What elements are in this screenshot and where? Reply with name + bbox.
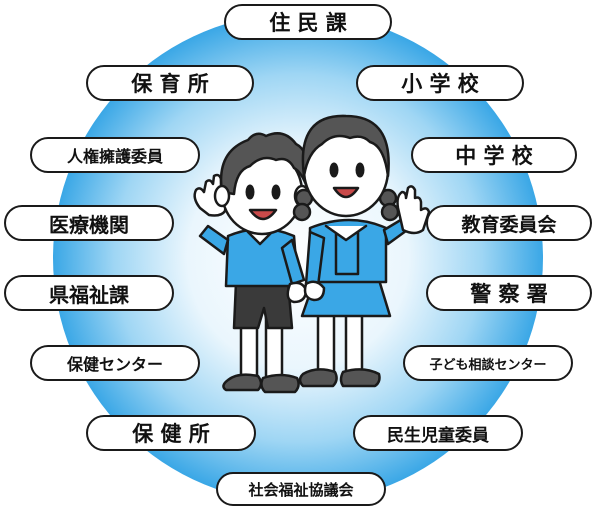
- node-keisatsu[interactable]: 警 察 署: [426, 275, 592, 311]
- node-kyoiku[interactable]: 教育委員会: [426, 205, 592, 241]
- node-hoken-center[interactable]: 保健センター: [30, 345, 200, 381]
- node-kenfukushi-label: 県福祉課: [49, 282, 129, 307]
- boy-icon: [193, 132, 311, 394]
- node-shogakko-label: 小 学 校: [401, 72, 479, 96]
- node-jinken-label: 人権擁護委員: [66, 147, 163, 166]
- node-chugakko[interactable]: 中 学 校: [411, 137, 577, 173]
- node-iryo[interactable]: 医療機関: [4, 205, 174, 241]
- node-juminka-label: 住 民 課: [269, 11, 347, 35]
- node-hokensho-label: 保 健 所: [132, 422, 210, 446]
- node-kodomo-soudan[interactable]: 子ども相談センター: [403, 345, 573, 381]
- node-kyoiku-label: 教育委員会: [461, 213, 557, 236]
- node-hoikusho-label: 保 育 所: [131, 72, 209, 96]
- node-kodomo-soudan-label: 子ども相談センター: [429, 357, 547, 373]
- node-jinken[interactable]: 人権擁護委員: [30, 137, 200, 173]
- node-hoikusho[interactable]: 保 育 所: [86, 65, 254, 101]
- node-shakyo[interactable]: 社会福祉協議会: [216, 472, 386, 506]
- node-keisatsu-label: 警 察 署: [470, 282, 548, 306]
- node-shakyo-label: 社会福祉協議会: [248, 480, 354, 499]
- node-kenfukushi[interactable]: 県福祉課: [4, 275, 174, 311]
- node-minsei[interactable]: 民生児童委員: [353, 415, 523, 451]
- node-iryo-label: 医療機関: [49, 212, 129, 237]
- node-shogakko[interactable]: 小 学 校: [356, 65, 524, 101]
- node-hokensho[interactable]: 保 健 所: [86, 415, 256, 451]
- node-minsei-label: 民生児童委員: [387, 425, 489, 446]
- node-juminka[interactable]: 住 民 課: [224, 4, 392, 40]
- node-chugakko-label: 中 学 校: [455, 144, 533, 168]
- node-hoken-center-label: 保健センター: [66, 355, 163, 374]
- girl-icon: [292, 114, 431, 388]
